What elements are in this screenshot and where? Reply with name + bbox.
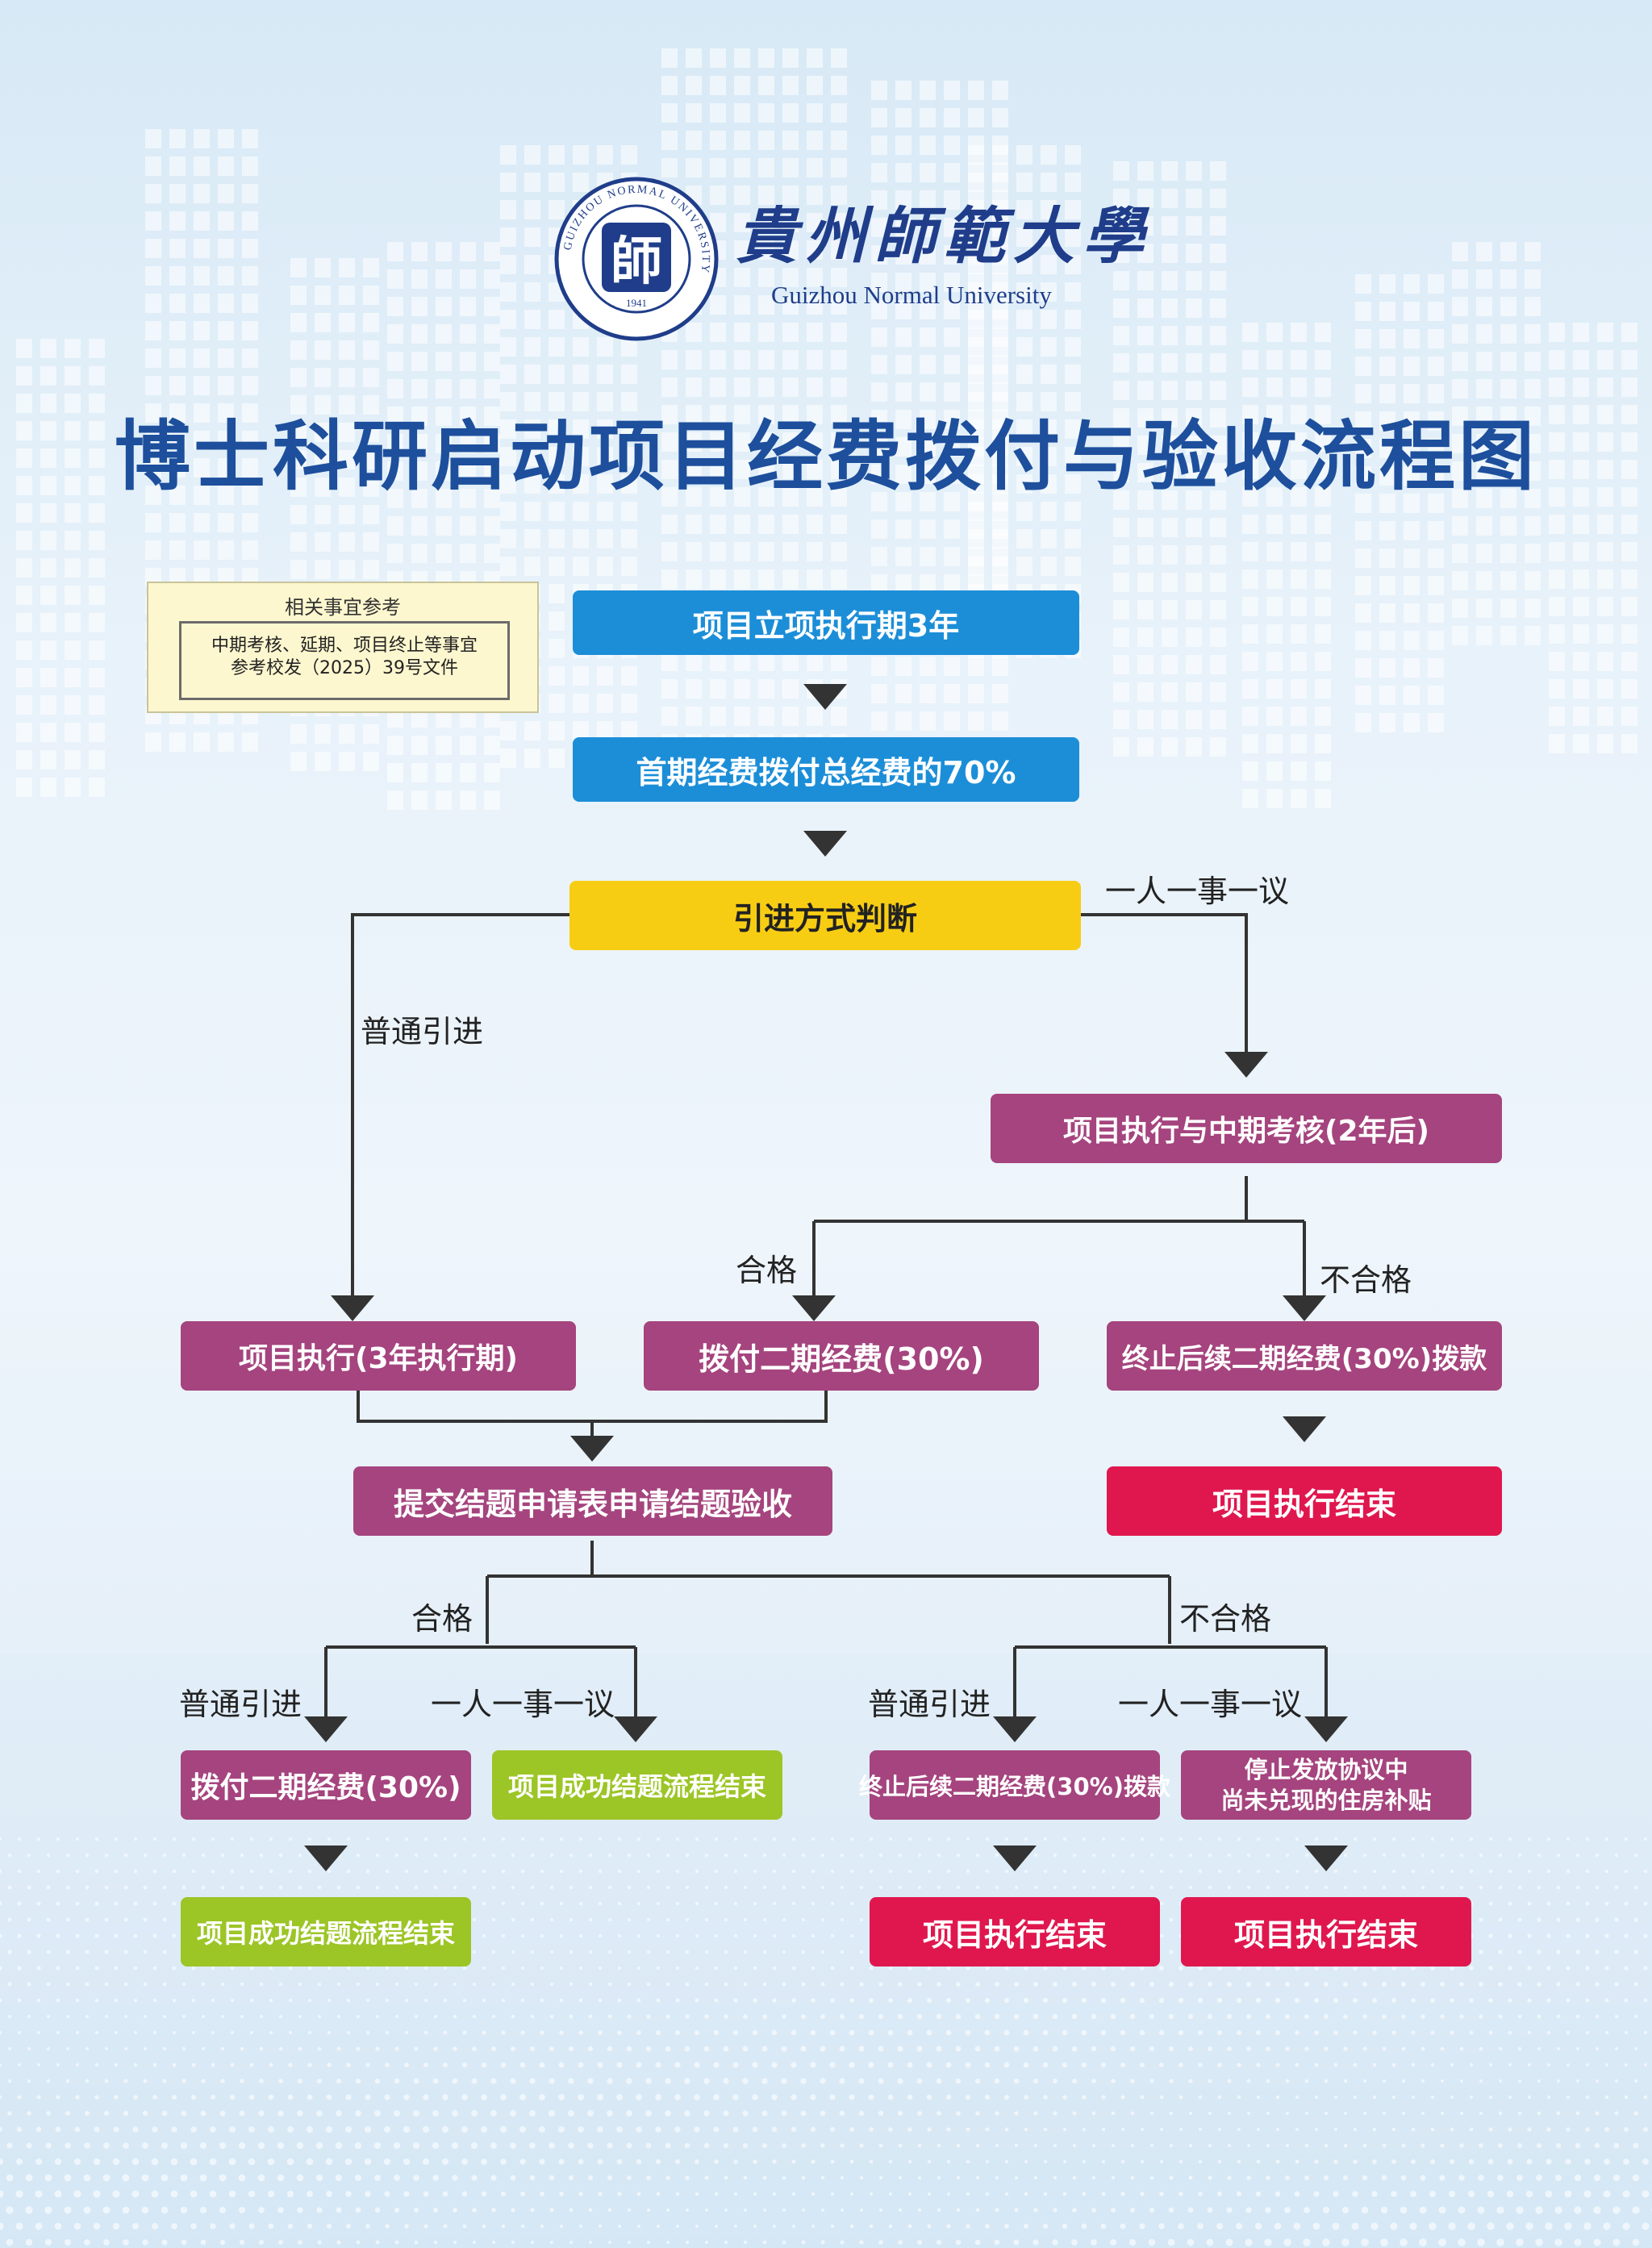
arrow-to-stop2 bbox=[1283, 1295, 1326, 1321]
label-normal-1: 普通引进 bbox=[179, 1687, 302, 1722]
arrow-to-midterm bbox=[1224, 1052, 1268, 1078]
connector-decision-left bbox=[351, 913, 569, 1302]
arrow-to-pay2 bbox=[792, 1295, 836, 1321]
label-case-by-case-2: 一人一事一议 bbox=[431, 1687, 615, 1722]
node-end-3: 项目执行结束 bbox=[1181, 1897, 1471, 1966]
node-stop-allowance-line-1: 停止发放协议中 bbox=[1244, 1756, 1408, 1783]
connector-merge bbox=[357, 1389, 828, 1442]
node-pay2: 拨付二期经费(30%) bbox=[644, 1321, 1039, 1391]
connector-pass-branch bbox=[324, 1645, 637, 1720]
arrow-merge-to-submit bbox=[570, 1436, 614, 1462]
node-midterm: 项目执行与中期考核(2年后) bbox=[991, 1094, 1502, 1163]
arrow-to-stop-allowance bbox=[1304, 1716, 1348, 1742]
node-start: 项目立项执行期3年 bbox=[573, 590, 1079, 655]
label-case-by-case-1: 一人一事一议 bbox=[1105, 874, 1290, 909]
arrow-stop2-to-end1 bbox=[1283, 1416, 1326, 1442]
node-pay2b: 拨付二期经费(30%) bbox=[181, 1750, 471, 1820]
connector-midterm-split bbox=[812, 1176, 1306, 1302]
node-decision: 引进方式判断 bbox=[569, 881, 1081, 950]
arrow-to-exec3 bbox=[331, 1295, 374, 1321]
node-stop-allowance-line-2: 尚未兑现的住房补贴 bbox=[1220, 1787, 1432, 1814]
node-first-fund: 首期经费拨付总经费的70% bbox=[573, 737, 1079, 802]
reference-note: 相关事宜参考 中期考核、延期、项目终止等事宜 参考校发（2025）39号文件 bbox=[147, 582, 539, 713]
arrow-fund-to-decision bbox=[803, 831, 847, 857]
connector-submit-split bbox=[486, 1541, 1171, 1644]
seal-year: 1941 bbox=[626, 297, 647, 309]
page-title: 博士科研启动项目经费拨付与验收流程图 bbox=[114, 412, 1537, 501]
reference-note-line-2: 参考校发（2025）39号文件 bbox=[231, 658, 458, 678]
label-normal-2: 普通引进 bbox=[868, 1687, 991, 1722]
brand-name-cn: 貴州師範大學 bbox=[736, 200, 1152, 272]
label-case-by-case-3: 一人一事一议 bbox=[1118, 1687, 1303, 1722]
label-fail-2: 不合格 bbox=[1179, 1601, 1272, 1637]
node-stop-allowance: 停止发放协议中 尚未兑现的住房补贴 bbox=[1181, 1750, 1471, 1820]
seal-char: 師 bbox=[611, 232, 662, 292]
node-stop2: 终止后续二期经费(30%)拨款 bbox=[1107, 1321, 1502, 1391]
arrow-allowance-to-end3 bbox=[1304, 1846, 1348, 1871]
connector-fail-branch bbox=[1013, 1645, 1328, 1720]
brand-name-en: Guizhou Normal University bbox=[771, 281, 1052, 309]
reference-note-body: 中期考核、延期、项目终止等事宜 参考校发（2025）39号文件 bbox=[179, 621, 510, 700]
arrow-to-stop2b bbox=[993, 1716, 1037, 1742]
reference-note-line-1: 中期考核、延期、项目终止等事宜 bbox=[211, 636, 478, 656]
node-submit: 提交结题申请表申请结题验收 bbox=[353, 1466, 832, 1536]
label-pass-1: 合格 bbox=[736, 1253, 798, 1288]
arrow-stop2b-to-end2 bbox=[993, 1846, 1037, 1871]
arrow-start-to-fund bbox=[803, 684, 847, 710]
label-normal-vertical: 普通引进 bbox=[361, 1014, 484, 1049]
reference-note-title: 相关事宜参考 bbox=[285, 596, 401, 619]
node-success-1: 项目成功结题流程结束 bbox=[492, 1750, 782, 1820]
node-end-2: 项目执行结束 bbox=[870, 1897, 1160, 1966]
node-success-2: 项目成功结题流程结束 bbox=[181, 1897, 471, 1966]
connector-decision-right bbox=[1081, 913, 1248, 1055]
arrow-to-success1 bbox=[614, 1716, 657, 1742]
node-end-1: 项目执行结束 bbox=[1107, 1466, 1502, 1536]
label-fail-1: 不合格 bbox=[1320, 1262, 1412, 1298]
node-exec3: 项目执行(3年执行期) bbox=[181, 1321, 576, 1391]
node-stop2b: 终止后续二期经费(30%)拨款 bbox=[859, 1750, 1170, 1820]
arrow-to-pay2b bbox=[304, 1716, 348, 1742]
arrow-pay2b-to-success2 bbox=[304, 1846, 348, 1871]
university-seal-icon: GUIZHOU NORMAL UNIVERSITY 師 1941 bbox=[554, 177, 719, 341]
label-pass-2: 合格 bbox=[411, 1601, 473, 1637]
